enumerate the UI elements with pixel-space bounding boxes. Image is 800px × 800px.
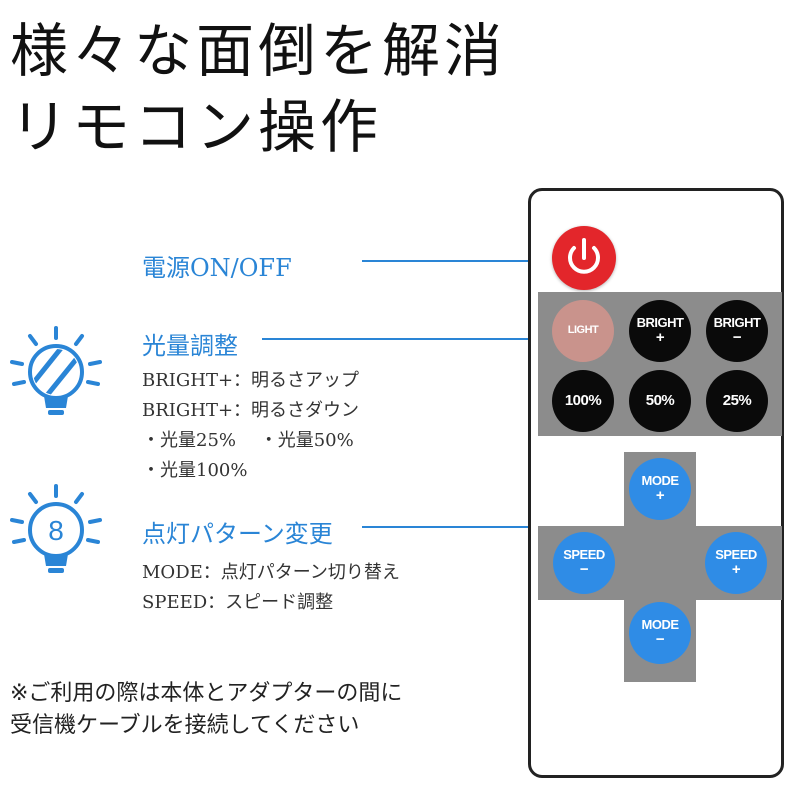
mode-minus-label: MODE: [641, 617, 680, 633]
brightness-100-button[interactable]: 100%: [552, 370, 614, 432]
brightness-desc-2: BRIGHT+：明るさダウン: [142, 400, 360, 421]
power-callout-line: [362, 260, 542, 262]
bulb-number-text: 8: [48, 515, 64, 546]
brightness-50-label: 50%: [645, 392, 675, 410]
brightness-desc-3: ・光量25% ・光量50%: [142, 430, 354, 451]
bright-minus-button[interactable]: BRIGHT −: [706, 300, 768, 362]
brightness-desc-4: ・光量100%: [142, 460, 248, 481]
lightbulb-brightness-icon: [10, 326, 102, 415]
power-button[interactable]: [552, 226, 616, 290]
speed-plus-button[interactable]: SPEED +: [705, 532, 767, 594]
bright-plus-button[interactable]: BRIGHT +: [629, 300, 691, 362]
power-section-title: 電源ON/OFF: [142, 254, 292, 282]
speed-plus-label: SPEED: [715, 547, 757, 563]
light-button-label: LIGHT: [567, 324, 599, 337]
pattern-section-title: 点灯パターン変更: [142, 520, 333, 548]
mode-plus-button[interactable]: MODE +: [629, 458, 691, 520]
brightness-50-button[interactable]: 50%: [629, 370, 691, 432]
bright-plus-label: BRIGHT: [636, 315, 684, 331]
light-button[interactable]: LIGHT: [552, 300, 614, 362]
brightness-callout-line: [262, 338, 538, 340]
bright-plus-sign: +: [655, 328, 665, 346]
brightness-desc-1: BRIGHT+：明るさアップ: [142, 370, 360, 391]
lightbulb-pattern-icon: 8: [10, 484, 102, 573]
pattern-desc-2: SPEED：スピード調整: [142, 592, 334, 613]
speed-minus-label: SPEED: [563, 547, 605, 563]
brightness-25-button[interactable]: 25%: [706, 370, 768, 432]
mode-minus-button[interactable]: MODE −: [629, 602, 691, 664]
mode-minus-sign: −: [655, 630, 665, 648]
bright-minus-sign: −: [732, 328, 742, 346]
brightness-25-label: 25%: [722, 392, 752, 410]
pattern-desc-1: MODE：点灯パターン切り替え: [142, 562, 400, 583]
speed-minus-button[interactable]: SPEED −: [553, 532, 615, 594]
brightness-section-title: 光量調整: [142, 332, 238, 360]
pattern-callout-line: [362, 526, 542, 528]
power-icon: [568, 238, 600, 274]
brightness-100-label: 100%: [564, 392, 602, 410]
bright-minus-label: BRIGHT: [713, 315, 761, 331]
mode-plus-sign: +: [655, 486, 665, 504]
headline-line2: リモコン操作: [10, 93, 383, 161]
note-line2: 受信機ケーブルを接続してください: [10, 713, 360, 738]
headline-line1: 様々な面倒を解消: [10, 17, 507, 85]
mode-plus-label: MODE: [641, 473, 680, 489]
note-line1: ※ご利用の際は本体とアダプターの間に: [10, 681, 403, 706]
speed-plus-sign: +: [731, 560, 741, 578]
speed-minus-sign: −: [579, 560, 589, 578]
